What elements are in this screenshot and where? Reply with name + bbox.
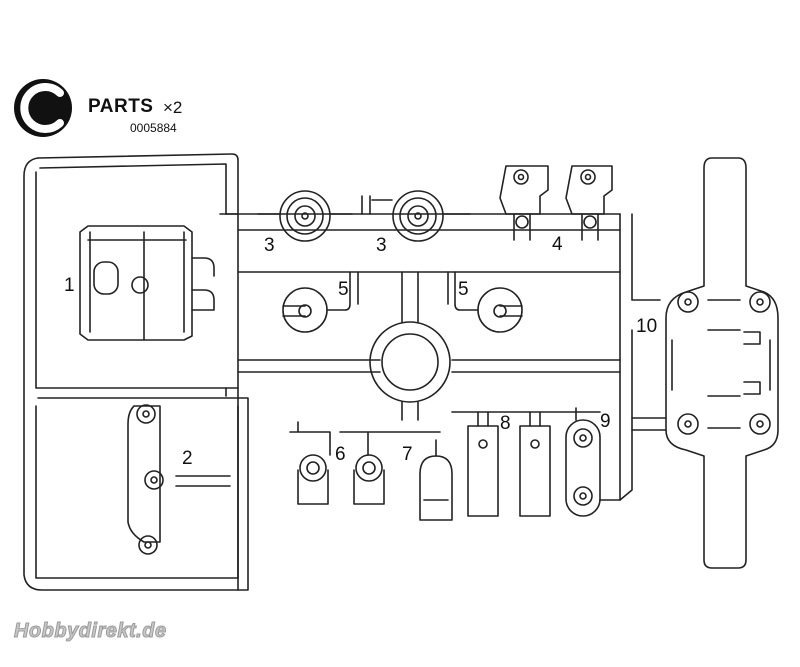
part-number: 0005884 bbox=[130, 121, 177, 135]
part-8-right bbox=[451, 411, 601, 517]
label-part-5-right: 5 bbox=[458, 279, 469, 300]
parts-title: PARTS bbox=[88, 96, 154, 117]
parts-quantity: ×2 bbox=[163, 98, 183, 117]
tree-letter-badge bbox=[14, 79, 72, 137]
label-part-3-right: 3 bbox=[376, 235, 387, 256]
part-4-left bbox=[499, 165, 549, 241]
part-1-plate bbox=[79, 225, 215, 341]
runner-frame bbox=[23, 153, 661, 591]
part-10-arm bbox=[631, 157, 779, 569]
label-part-2: 2 bbox=[182, 448, 193, 469]
part-5-right bbox=[447, 271, 523, 333]
part-8-left bbox=[467, 411, 499, 517]
label-part-5-left: 5 bbox=[338, 279, 349, 300]
part-3-left bbox=[257, 190, 353, 242]
part-9-link bbox=[565, 407, 601, 517]
part-3-right bbox=[361, 190, 471, 242]
label-part-8: 8 bbox=[500, 413, 511, 434]
runner-hub bbox=[369, 271, 451, 421]
part-7-cap bbox=[419, 439, 453, 521]
watermark: Hobbydirekt.de bbox=[14, 620, 167, 643]
label-part-3-left: 3 bbox=[264, 235, 275, 256]
label-part-4: 4 bbox=[552, 234, 563, 255]
label-part-10: 10 bbox=[636, 316, 657, 337]
part-4-right bbox=[565, 165, 613, 241]
part-2-bracket bbox=[127, 404, 231, 555]
label-part-6: 6 bbox=[335, 444, 346, 465]
part-5-left bbox=[282, 271, 359, 333]
label-part-1: 1 bbox=[64, 275, 75, 296]
part-6-right bbox=[339, 431, 441, 505]
label-part-9: 9 bbox=[600, 411, 611, 432]
part-6-left bbox=[289, 421, 331, 505]
label-part-7: 7 bbox=[402, 444, 413, 465]
